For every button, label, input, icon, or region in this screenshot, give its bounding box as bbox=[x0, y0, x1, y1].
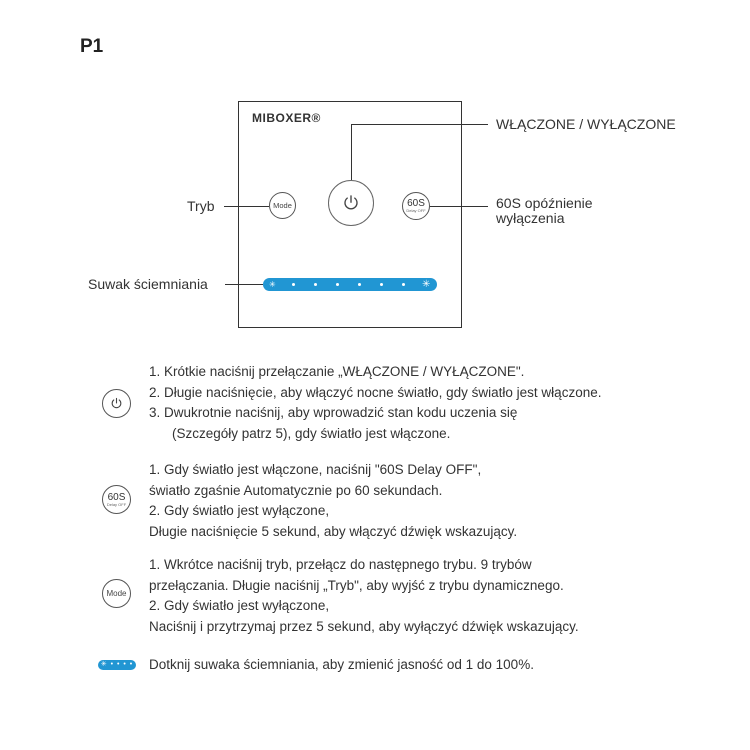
switch-panel bbox=[238, 101, 462, 328]
mode-button-label: Mode bbox=[273, 201, 292, 210]
slider-instruction-line: Dotknij suwaka ściemniania, aby zmienić … bbox=[149, 657, 534, 672]
mode-instruction-icon: Mode bbox=[102, 579, 131, 608]
delay-instruction-icon: 60S Delay OFF bbox=[102, 485, 131, 514]
mode-instruction-line: 2. Gdy światło jest wyłączone, bbox=[149, 598, 330, 613]
delay-instructions: 1. Gdy światło jest włączone, naciśnij "… bbox=[149, 460, 517, 542]
mode-instruction-line: przełączania. Długie naciśnij „Tryb", ab… bbox=[149, 577, 564, 593]
power-instruction-icon bbox=[102, 389, 131, 418]
slider-dot bbox=[358, 283, 361, 286]
mode-instructions: 1. Wkrótce naciśnij tryb, przełącz do na… bbox=[149, 555, 579, 637]
sun-icon-large: ✳ bbox=[422, 279, 431, 290]
brand-logo: MIBOXER® bbox=[252, 111, 321, 125]
dimming-slider[interactable]: ✳ ✳ bbox=[263, 278, 437, 291]
sun-icon-small: ✳ bbox=[269, 280, 276, 289]
power-button[interactable] bbox=[328, 180, 374, 226]
delay-off-button[interactable]: 60S Delay OFF bbox=[402, 192, 430, 220]
slider-dot bbox=[314, 283, 317, 286]
page-label: P1 bbox=[80, 36, 104, 57]
callout-line-power-vertical bbox=[351, 124, 352, 180]
callout-delay: 60S opóźnienie wyłączenia bbox=[496, 196, 593, 226]
callout-power: WŁĄCZONE / WYŁĄCZONE bbox=[496, 116, 676, 132]
power-instruction-line: (Szczegóły patrz 5), gdy światło jest wł… bbox=[172, 425, 451, 441]
mode-button[interactable]: Mode bbox=[269, 192, 296, 219]
delay-icon-main: 60S bbox=[107, 491, 126, 503]
power-icon bbox=[344, 195, 358, 210]
mode-icon-label: Mode bbox=[106, 589, 127, 598]
slider-dot bbox=[336, 283, 339, 286]
callout-line-power bbox=[351, 124, 488, 125]
delay-icon-sub: Delay OFF bbox=[106, 501, 127, 507]
slider-instruction-icon: ✳ • • • • ✳ bbox=[98, 660, 136, 678]
mode-instruction-line: Naciśnij i przytrzymaj przez 5 sekund, a… bbox=[149, 618, 579, 634]
callout-delay-line1: 60S opóźnienie bbox=[496, 195, 593, 211]
slider-dot bbox=[292, 283, 295, 286]
callout-line-mode bbox=[224, 206, 269, 207]
delay-button-main: 60S bbox=[407, 198, 425, 209]
slider-dot bbox=[402, 283, 405, 286]
callout-mode: Tryb bbox=[187, 198, 215, 214]
power-instruction-line: 3. Dwukrotnie naciśnij, aby wprowadzić s… bbox=[149, 405, 518, 420]
callout-delay-line2: wyłączenia bbox=[496, 210, 565, 226]
callout-slider: Suwak ściemniania bbox=[88, 276, 208, 292]
callout-line-delay bbox=[430, 206, 488, 207]
power-instruction-line: 1. Krótkie naciśnij przełączanie „WŁĄCZO… bbox=[149, 364, 525, 379]
delay-instruction-line: 2. Gdy światło jest wyłączone, bbox=[149, 503, 330, 518]
power-instructions: 1. Krótkie naciśnij przełączanie „WŁĄCZO… bbox=[149, 362, 601, 444]
power-instruction-line: 2. Długie naciśnięcie, aby włączyć nocne… bbox=[149, 384, 602, 400]
mode-instruction-line: 1. Wkrótce naciśnij tryb, przełącz do na… bbox=[149, 557, 532, 572]
slider-instructions: Dotknij suwaka ściemniania, aby zmienić … bbox=[149, 655, 534, 676]
delay-instruction-line: światło zgaśnie Automatycznie po 60 seku… bbox=[149, 482, 443, 498]
delay-instruction-line: 1. Gdy światło jest włączone, naciśnij "… bbox=[149, 462, 482, 477]
slider-dot bbox=[380, 283, 383, 286]
delay-button-sub: Delay OFF bbox=[406, 208, 426, 213]
callout-line-slider bbox=[225, 284, 263, 285]
delay-instruction-line: Długie naciśnięcie 5 sekund, aby włączyć… bbox=[149, 523, 518, 539]
power-icon bbox=[111, 397, 122, 409]
